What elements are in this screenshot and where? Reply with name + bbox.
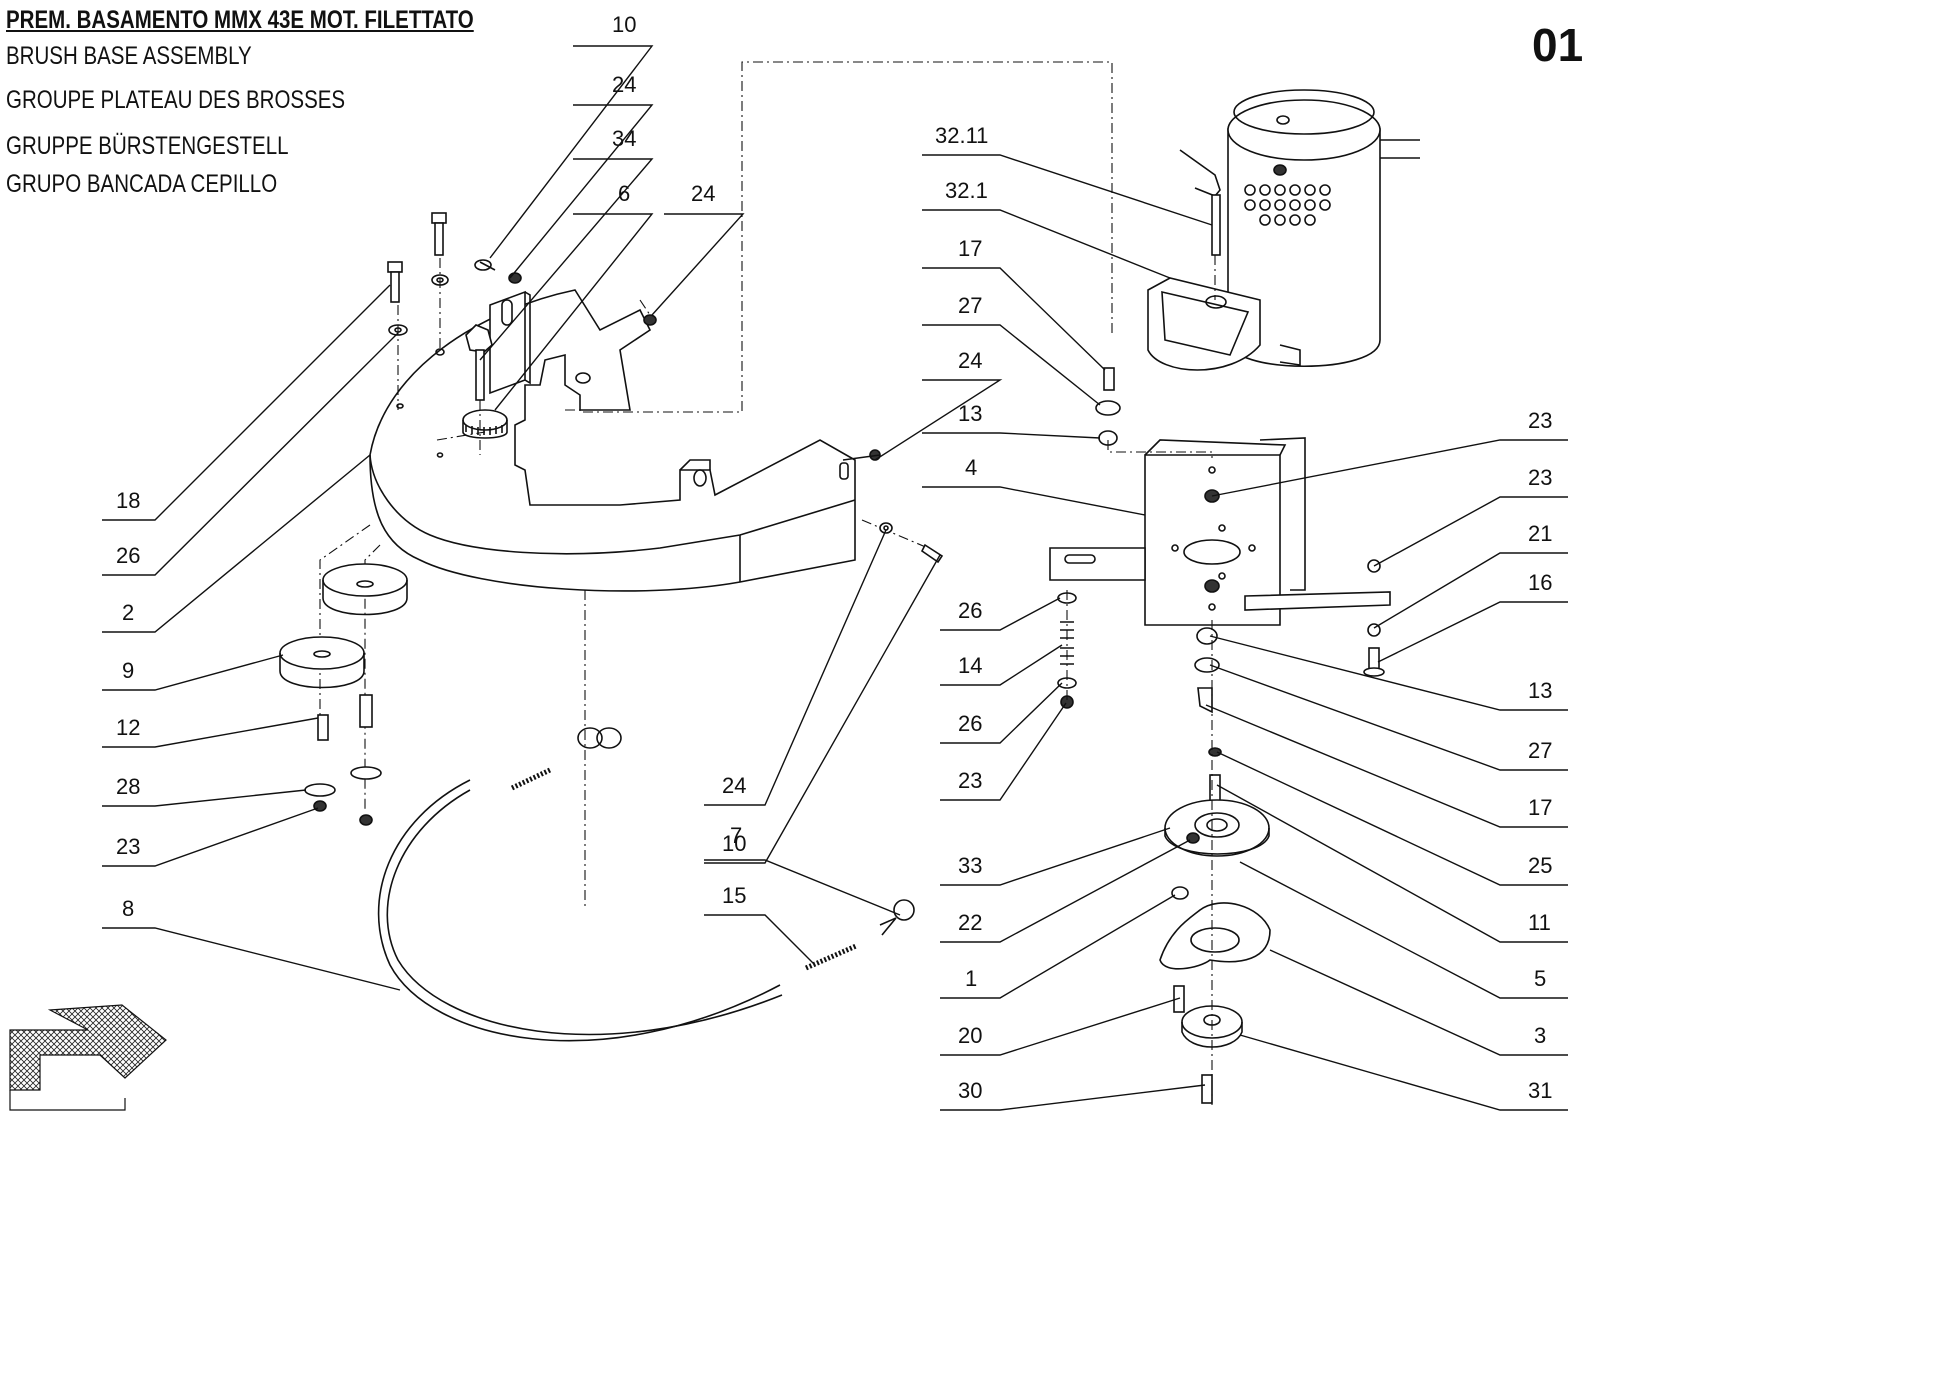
knob-assembly xyxy=(462,324,508,439)
callout-left: 8 xyxy=(122,896,134,921)
callout-left: 9 xyxy=(122,658,134,683)
callout-far-right: 31 xyxy=(1528,1078,1552,1103)
callout-right-lower: 33 xyxy=(958,853,982,878)
weights-and-spacers xyxy=(279,563,408,826)
callout-right-lower: 23 xyxy=(958,768,982,793)
page-number: 01 xyxy=(1532,19,1584,71)
springs xyxy=(510,727,915,971)
callout-center: 15 xyxy=(722,883,746,908)
callout-right-lower: 22 xyxy=(958,910,982,935)
callout-far-right: 3 xyxy=(1534,1023,1546,1048)
callout-top: 10 xyxy=(612,12,636,37)
callout-right-lower: 26 xyxy=(958,711,982,736)
orientation-arrow-icon xyxy=(9,1004,167,1111)
callout-far-right: 5 xyxy=(1534,966,1546,991)
callout-far-right: 23 xyxy=(1528,465,1552,490)
motor-plate xyxy=(1049,437,1391,626)
callout-right-lower: 1 xyxy=(965,966,977,991)
title-italian: PREM. BASAMENTO MMX 43E MOT. FILETTATO xyxy=(6,6,474,34)
callout-right-upper: 32.11 xyxy=(935,123,988,148)
callout-far-right: 25 xyxy=(1528,853,1552,878)
callout-far-right: 23 xyxy=(1528,408,1552,433)
callout-left: 23 xyxy=(116,834,140,859)
callout-right-lower: 26 xyxy=(958,598,982,623)
callout-top: 6 xyxy=(618,181,630,206)
callout-labels: 10 24 34 6 24 18 26 2 9 12 28 23 8 24 10… xyxy=(116,12,1552,1103)
callout-right-lower: 14 xyxy=(958,653,982,678)
callout-far-right: 17 xyxy=(1528,795,1552,820)
callout-right-upper: 4 xyxy=(965,455,977,480)
callout-left: 2 xyxy=(122,600,134,625)
callout-far-right: 21 xyxy=(1528,521,1552,546)
callout-right-upper: 24 xyxy=(958,348,982,373)
motor xyxy=(1147,89,1420,371)
callout-far-right: 27 xyxy=(1528,738,1552,763)
callout-top: 24 xyxy=(612,72,636,97)
title-german: GRUPPE BÜRSTENGESTELL xyxy=(6,132,289,160)
brush-base-housing xyxy=(369,289,856,592)
title-spanish: GRUPO BANCADA CEPILLO xyxy=(6,170,278,198)
callout-left: 28 xyxy=(116,774,140,799)
callout-left: 26 xyxy=(116,543,140,568)
callout-left: 12 xyxy=(116,715,140,740)
callout-top: 24 xyxy=(691,181,715,206)
hub-plates xyxy=(1159,799,1271,1104)
callout-far-right: 11 xyxy=(1528,910,1551,935)
callout-right-upper: 13 xyxy=(958,401,982,426)
title-english: BRUSH BASE ASSEMBLY xyxy=(6,42,252,70)
callout-far-right: 13 xyxy=(1528,678,1552,703)
callout-right-upper: 32.1 xyxy=(945,178,988,203)
callout-center: 7 xyxy=(730,823,742,848)
callout-right-upper: 27 xyxy=(958,293,982,318)
callout-far-right: 16 xyxy=(1528,570,1552,595)
title-french: GROUPE PLATEAU DES BROSSES xyxy=(6,86,346,114)
callout-center: 24 xyxy=(722,773,746,798)
callout-left: 18 xyxy=(116,488,140,513)
left-bolts xyxy=(387,212,449,336)
callout-right-lower: 20 xyxy=(958,1023,982,1048)
band-strap xyxy=(377,779,783,1042)
callout-top: 34 xyxy=(612,126,636,151)
callout-right-lower: 30 xyxy=(958,1078,982,1103)
callout-center: 10 xyxy=(722,831,746,856)
callout-right-upper: 17 xyxy=(958,236,982,261)
